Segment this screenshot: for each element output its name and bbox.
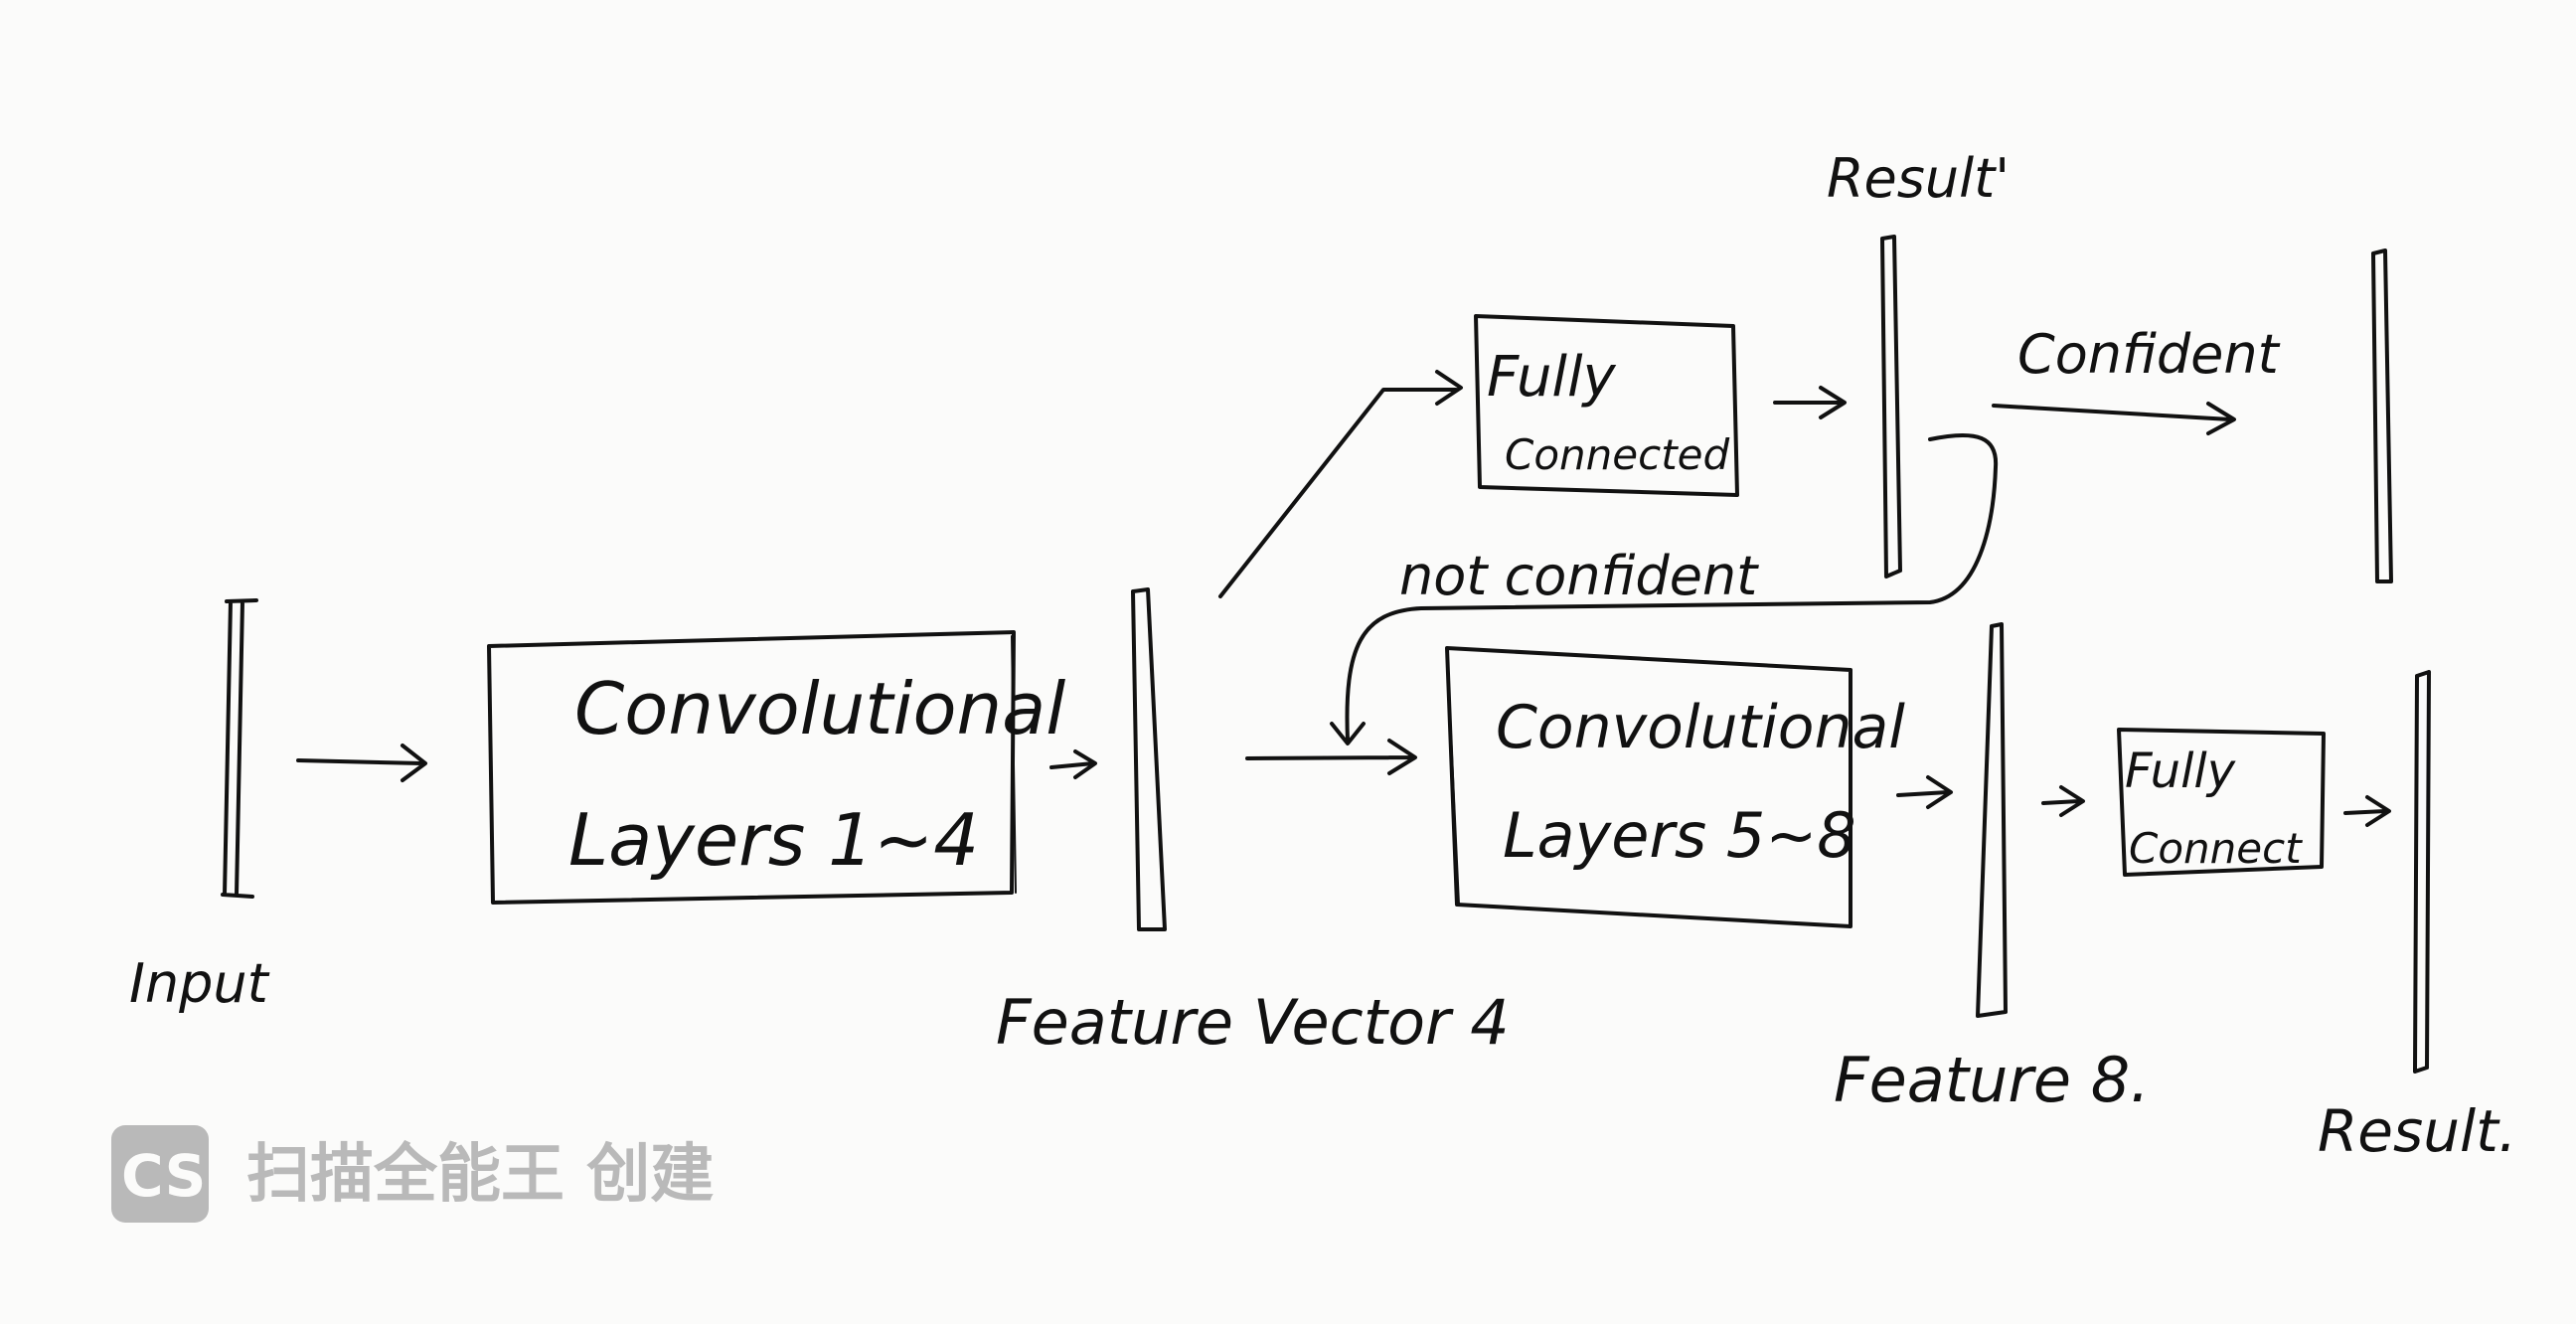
fc-block-bottom: Fully Connect (2117, 728, 2326, 877)
arrow-confident (1992, 402, 2236, 435)
conv-block-1-line2: Layers 1~4 (568, 798, 979, 882)
watermark-logo (111, 1125, 209, 1223)
input-vector (221, 598, 258, 899)
result-vector (2413, 670, 2431, 1074)
fc-block-top-line1: Fully (1487, 345, 1617, 410)
result-prime-vector (1880, 235, 1902, 579)
result-label: Result. (2318, 1097, 2516, 1165)
watermark: CS 扫描全能王 创建 (111, 1125, 714, 1223)
fc-block-bottom-line1: Fully (2125, 744, 2236, 799)
watermark-logo-text: CS (121, 1142, 206, 1210)
arrow-feature-8-to-fc-bottom (2041, 785, 2085, 817)
arrow-conv1-to-fv4 (1049, 749, 1097, 779)
feature-vector-4-label: Feature Vector 4 (996, 986, 1510, 1059)
conv-block-1-line1: Convolutional (574, 667, 1065, 750)
conv-block-2-line2: Layers 5~8 (1503, 799, 1856, 872)
fc-block-top-line2: Connected (1505, 430, 1730, 479)
arrow-not-confident-loop (1330, 432, 1999, 745)
fc-block-bottom-line2: Connect (2129, 824, 2303, 873)
feature-vector-4 (1131, 587, 1167, 931)
arrow-fv4-to-conv2 (1245, 739, 1417, 775)
fc-block-top: Fully Connected (1474, 314, 1739, 497)
feature-8-vector (1976, 622, 2008, 1018)
confident-label: Confident (2017, 323, 2281, 386)
watermark-text: 扫描全能王 创建 (246, 1138, 714, 1212)
feature-8-label: Feature 8. (1834, 1044, 2150, 1116)
conv-block-2: Convolutional Layers 5~8 (1445, 646, 1905, 928)
arrow-fv4-to-fc-top (1218, 370, 1463, 598)
conv-block-2-line1: Convolutional (1496, 693, 1905, 762)
arrow-fc-bottom-to-result (2343, 795, 2391, 827)
arrow-conv2-to-feature-8 (1896, 775, 1953, 809)
arrow-input-to-conv1 (296, 744, 427, 782)
result-prime-label: Result' (1827, 147, 2010, 210)
input-label: Input (129, 952, 270, 1015)
not-confident-label: not confident (1399, 545, 1759, 607)
conv-block-1: Convolutional Layers 1~4 (487, 630, 1065, 905)
confident-output-vector (2371, 248, 2393, 583)
arrow-fc-top-to-result-prime (1773, 386, 1847, 419)
